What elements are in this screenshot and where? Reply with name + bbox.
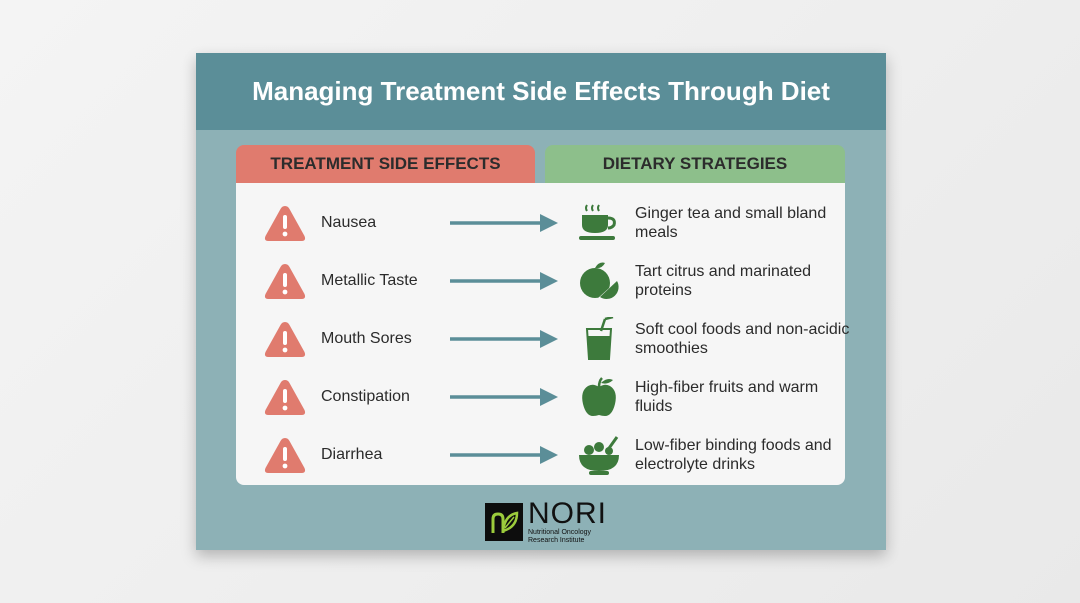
apple-icon <box>582 377 616 416</box>
smoothie-glass-icon <box>585 317 614 360</box>
warning-icon <box>264 264 306 299</box>
dietary-strategy-label: Tart citrus and marinated proteins <box>635 263 812 299</box>
logo-name: NORI <box>528 497 607 530</box>
side-effect-label: Metallic Taste <box>321 272 418 289</box>
warning-icon <box>264 206 306 241</box>
strategies-header: DIETARY STRATEGIES <box>545 145 845 183</box>
side-effect-label: Nausea <box>321 214 377 231</box>
side-effect-label: Mouth Sores <box>321 330 412 347</box>
side-effects-header: TREATMENT SIDE EFFECTS <box>236 145 535 183</box>
leaf-logo-icon <box>485 503 523 541</box>
dietary-strategy-label: High-fiber fruits and warm fluids <box>635 379 819 415</box>
table-row: Constipation High-fiber fruits and warm … <box>236 362 845 420</box>
arrow-right-icon <box>450 446 558 464</box>
content-card: Nausea Ginger tea and small bland meals … <box>236 183 849 485</box>
page-title: Managing Treatment Side Effects Through … <box>252 76 830 106</box>
arrow-right-icon <box>450 214 558 232</box>
side-effect-label: Diarrhea <box>321 446 383 463</box>
arrow-right-icon <box>450 330 558 348</box>
salad-bowl-icon <box>579 436 619 475</box>
tea-cup-icon <box>579 204 616 240</box>
citrus-icon <box>580 262 622 303</box>
side-effect-label: Constipation <box>321 388 410 405</box>
arrow-right-icon <box>450 272 558 290</box>
table-row: Diarrhea Low-fiber binding foods and ele… <box>236 420 845 478</box>
dietary-strategy-label: Low-fiber binding foods and electrolyte … <box>635 437 832 473</box>
logo: NORI Nutritional Oncology Research Insti… <box>485 499 608 545</box>
header-band: Managing Treatment Side Effects Through … <box>196 53 886 130</box>
table-row: Mouth Sores Soft cool foods and non-acid… <box>236 304 849 362</box>
table-row: Nausea Ginger tea and small bland meals <box>236 188 845 246</box>
arrow-right-icon <box>450 388 558 406</box>
warning-icon <box>264 438 306 473</box>
warning-icon <box>264 380 306 415</box>
dietary-strategy-label: Soft cool foods and non-acidic smoothies <box>635 321 850 357</box>
warning-icon <box>264 322 306 357</box>
logo-subtitle: Nutritional Oncology Research Institute <box>528 529 592 544</box>
dietary-strategy-label: Ginger tea and small bland meals <box>635 205 827 241</box>
table-row: Metallic Taste Tart citrus and marinated… <box>236 246 845 304</box>
poster: Managing Treatment Side Effects Through … <box>196 53 886 550</box>
